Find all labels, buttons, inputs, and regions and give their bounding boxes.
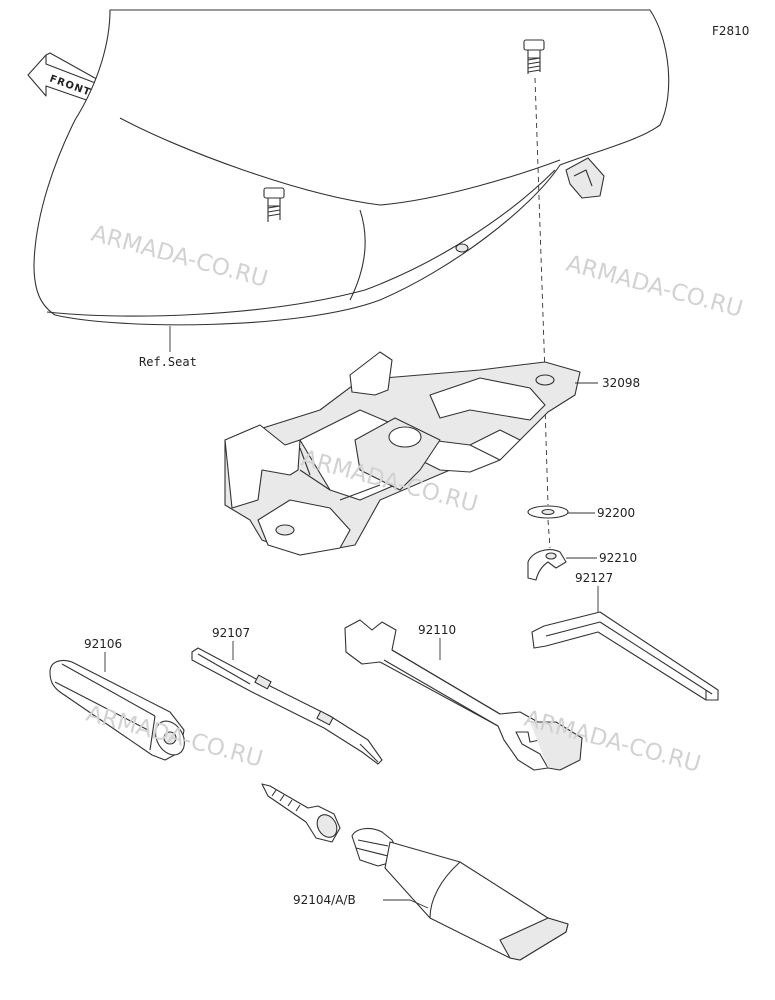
part-number-92104: 92104/A/B <box>293 893 356 907</box>
bolt-icon <box>263 187 285 222</box>
watermark: ARMADA-CO.RU <box>563 251 745 323</box>
hex-key <box>531 611 719 701</box>
part-number-92127: 92127 <box>575 571 613 585</box>
part-number-92200: 92200 <box>597 506 635 520</box>
screwdriver <box>191 647 383 765</box>
part-number-32098: 32098 <box>602 376 640 390</box>
clip-nut <box>527 549 567 581</box>
part-number-92106: 92106 <box>84 637 122 651</box>
seat-outline <box>33 9 670 326</box>
bolt-icon <box>523 39 545 74</box>
watermark: ARMADA-CO.RU <box>83 701 265 773</box>
ref-seat-label: Ref.Seat <box>139 355 197 369</box>
part-number-92210: 92210 <box>599 551 637 565</box>
grease-tube <box>351 827 569 961</box>
wrench <box>344 619 583 771</box>
plug-socket <box>49 659 185 761</box>
tool-tray <box>224 351 581 556</box>
diagram-code: F2810 <box>712 24 749 38</box>
part-number-92107: 92107 <box>212 626 250 640</box>
valve-tool <box>261 783 341 843</box>
washer <box>527 505 569 519</box>
part-number-92110: 92110 <box>418 623 456 637</box>
